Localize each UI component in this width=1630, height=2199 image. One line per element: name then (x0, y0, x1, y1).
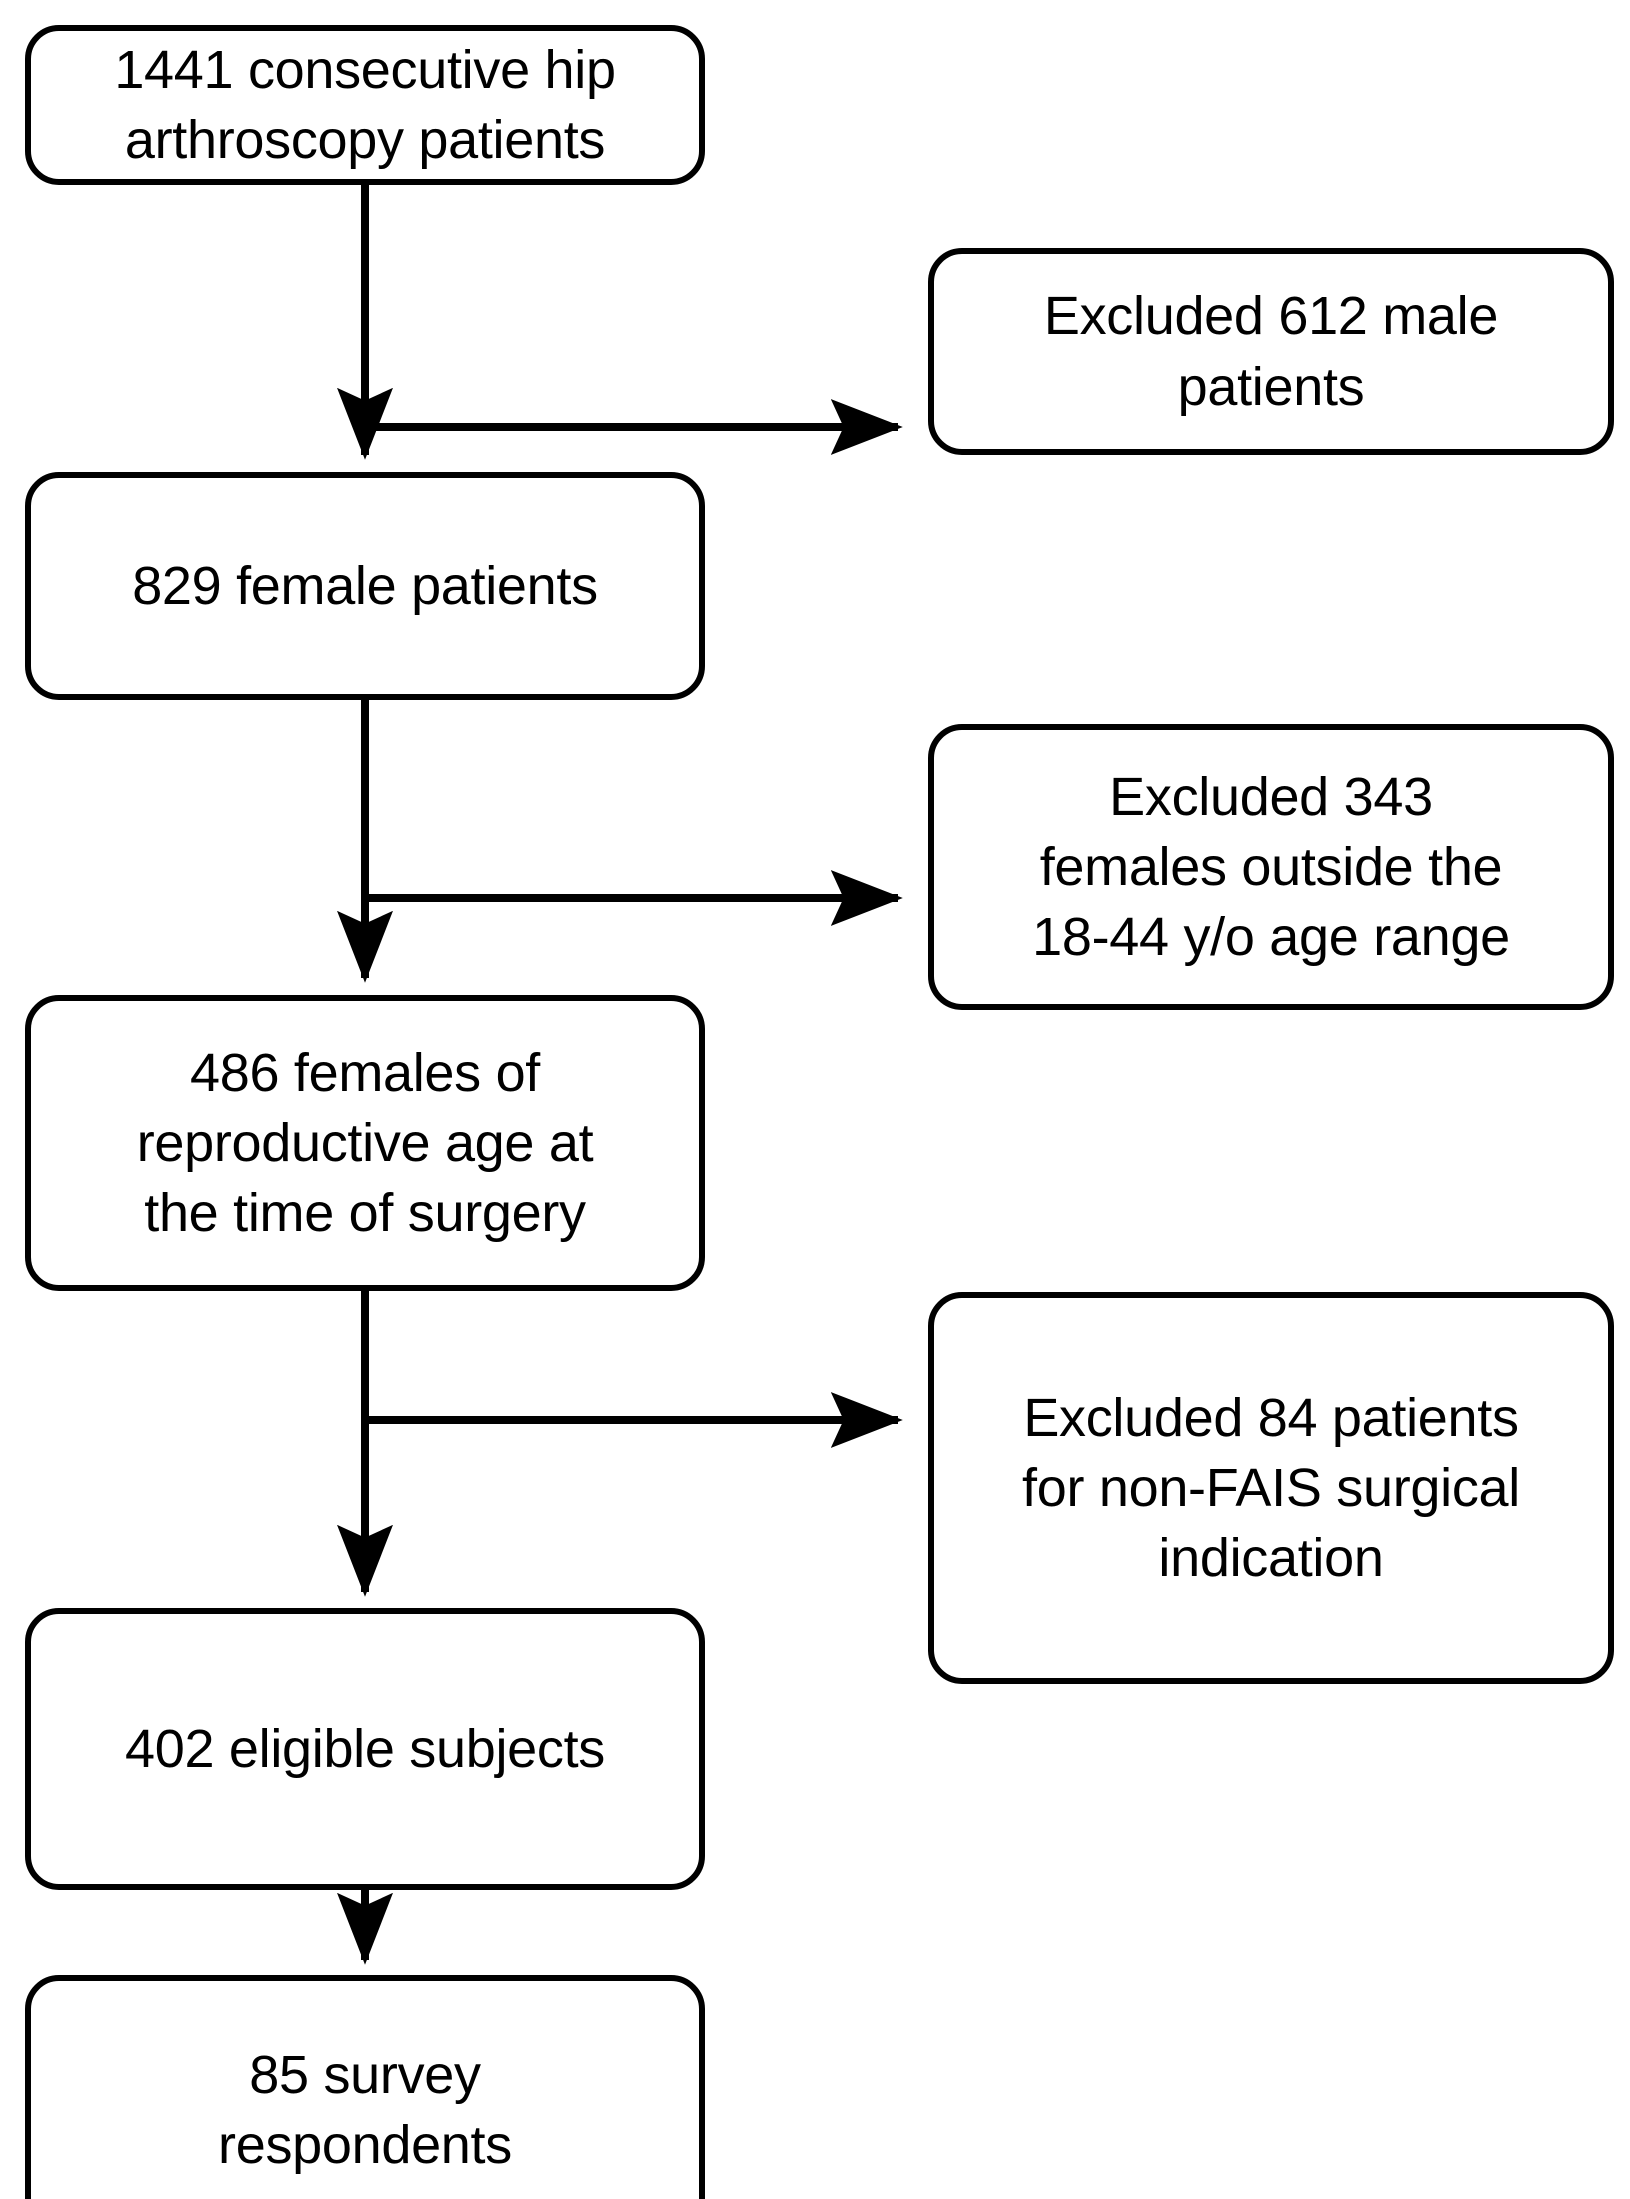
node-source-cohort: 1441 consecutive hip arthroscopy patient… (25, 25, 705, 185)
node-excluded-male: Excluded 612 male patients (928, 248, 1614, 455)
node-source-cohort-label: 1441 consecutive hip arthroscopy patient… (114, 39, 616, 170)
node-excluded-non-fais-label: Excluded 84 patients for non-FAIS surgic… (1022, 1387, 1520, 1589)
node-survey-respondents-label: 85 survey respondents (218, 2044, 512, 2175)
node-reproductive-age-label: 486 females of reproductive age at the t… (136, 1042, 594, 1244)
node-excluded-age-range-label: Excluded 343 females outside the 18-44 y… (1032, 766, 1510, 968)
node-female-patients-label: 829 female patients (132, 555, 598, 616)
node-female-patients: 829 female patients (25, 472, 705, 700)
node-excluded-non-fais: Excluded 84 patients for non-FAIS surgic… (928, 1292, 1614, 1684)
node-eligible-subjects: 402 eligible subjects (25, 1608, 705, 1890)
node-excluded-male-label: Excluded 612 male patients (1043, 286, 1499, 417)
node-survey-respondents: 85 survey respondents (25, 1975, 705, 2199)
node-excluded-age-range: Excluded 343 females outside the 18-44 y… (928, 724, 1614, 1010)
node-reproductive-age: 486 females of reproductive age at the t… (25, 995, 705, 1291)
node-eligible-subjects-label: 402 eligible subjects (124, 1718, 606, 1779)
